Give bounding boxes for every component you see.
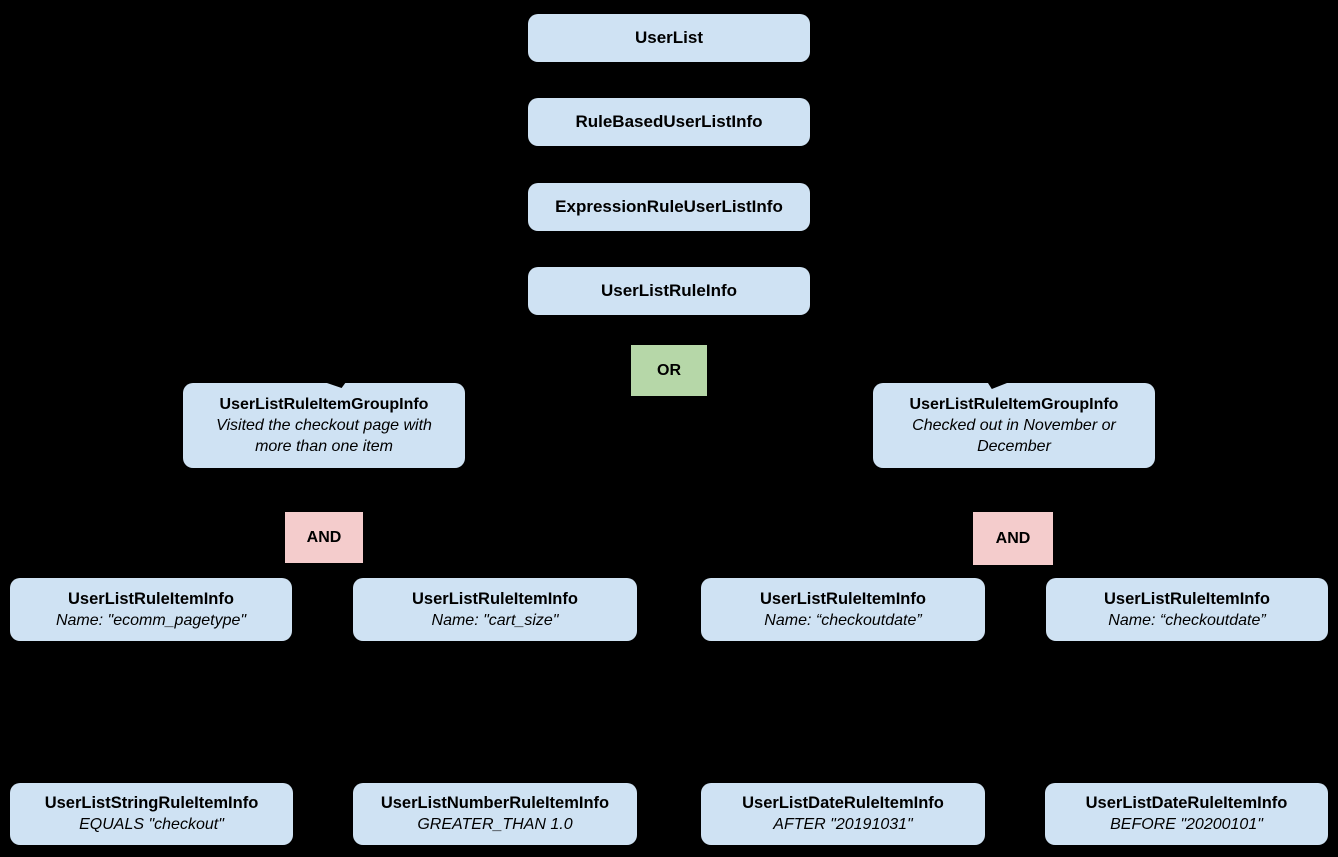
and-operator-box-right: AND [973,512,1053,565]
rule-item-box-4: UserListRuleItemInfo Name: “checkoutdate… [1046,578,1328,641]
node-rulebaseduserlistinfo: RuleBasedUserListInfo [528,98,810,146]
rule-item-title: UserListRuleItemInfo [68,589,234,608]
rule-item-detail: Name: “checkoutdate” [764,611,922,629]
leaf-item-box-1: UserListStringRuleItemInfo EQUALS "check… [10,783,293,845]
node-label: UserListRuleInfo [600,281,738,300]
node-expressionruleuserlistinfo: ExpressionRuleUserListInfo [528,183,810,231]
and-operator-label: AND [306,528,342,546]
node-label: RuleBasedUserListInfo [575,112,763,131]
group-description: Visited the checkout page with more than… [216,417,432,455]
node-label: ExpressionRuleUserListInfo [555,197,783,216]
and-operator-label: AND [995,529,1031,547]
arrowhead-icon [988,383,1007,389]
rule-item-title: UserListRuleItemInfo [412,589,578,608]
rule-item-title: UserListRuleItemInfo [1104,589,1270,608]
group-box-left: UserListRuleItemGroupInfo Visited the ch… [183,383,465,468]
or-operator-label: OR [657,361,681,379]
leaf-item-detail: GREATER_THAN 1.0 [417,816,573,833]
node-userlistruleinfo: UserListRuleInfo [528,267,810,315]
leaf-item-box-4: UserListDateRuleItemInfo BEFORE "2020010… [1045,783,1328,845]
group-box-right: UserListRuleItemGroupInfo Checked out in… [873,383,1155,468]
leaf-item-box-2: UserListNumberRuleItemInfo GREATER_THAN … [353,783,637,845]
leaf-item-detail: BEFORE "20200101" [1110,816,1263,833]
node-label: UserList [634,28,704,47]
group-title: UserListRuleItemGroupInfo [219,396,429,413]
leaf-item-detail: EQUALS "checkout" [79,816,224,833]
rule-item-detail: Name: "ecomm_pagetype" [55,611,247,629]
rule-item-box-3: UserListRuleItemInfo Name: “checkoutdate… [701,578,985,641]
group-title: UserListRuleItemGroupInfo [909,396,1119,413]
leaf-item-title: UserListDateRuleItemInfo [742,794,944,812]
leaf-item-title: UserListDateRuleItemInfo [1085,794,1288,812]
leaf-item-title: UserListNumberRuleItemInfo [380,794,610,812]
leaf-item-title: UserListStringRuleItemInfo [44,794,259,812]
rule-item-box-1: UserListRuleItemInfo Name: "ecomm_pagety… [10,578,292,641]
or-operator-box: OR [631,345,707,396]
group-description: Checked out in November or December [912,417,1116,455]
arrowhead-icon [324,382,346,388]
leaf-item-detail: AFTER "20191031" [773,816,913,833]
node-userlist: UserList [528,14,810,62]
rule-item-detail: Name: "cart_size" [431,611,559,629]
leaf-item-box-3: UserListDateRuleItemInfo AFTER "20191031… [701,783,985,845]
and-operator-box-left: AND [285,512,363,563]
rule-item-box-2: UserListRuleItemInfo Name: "cart_size" [353,578,637,641]
rule-item-detail: Name: “checkoutdate” [1108,611,1266,629]
rule-item-title: UserListRuleItemInfo [760,589,926,608]
